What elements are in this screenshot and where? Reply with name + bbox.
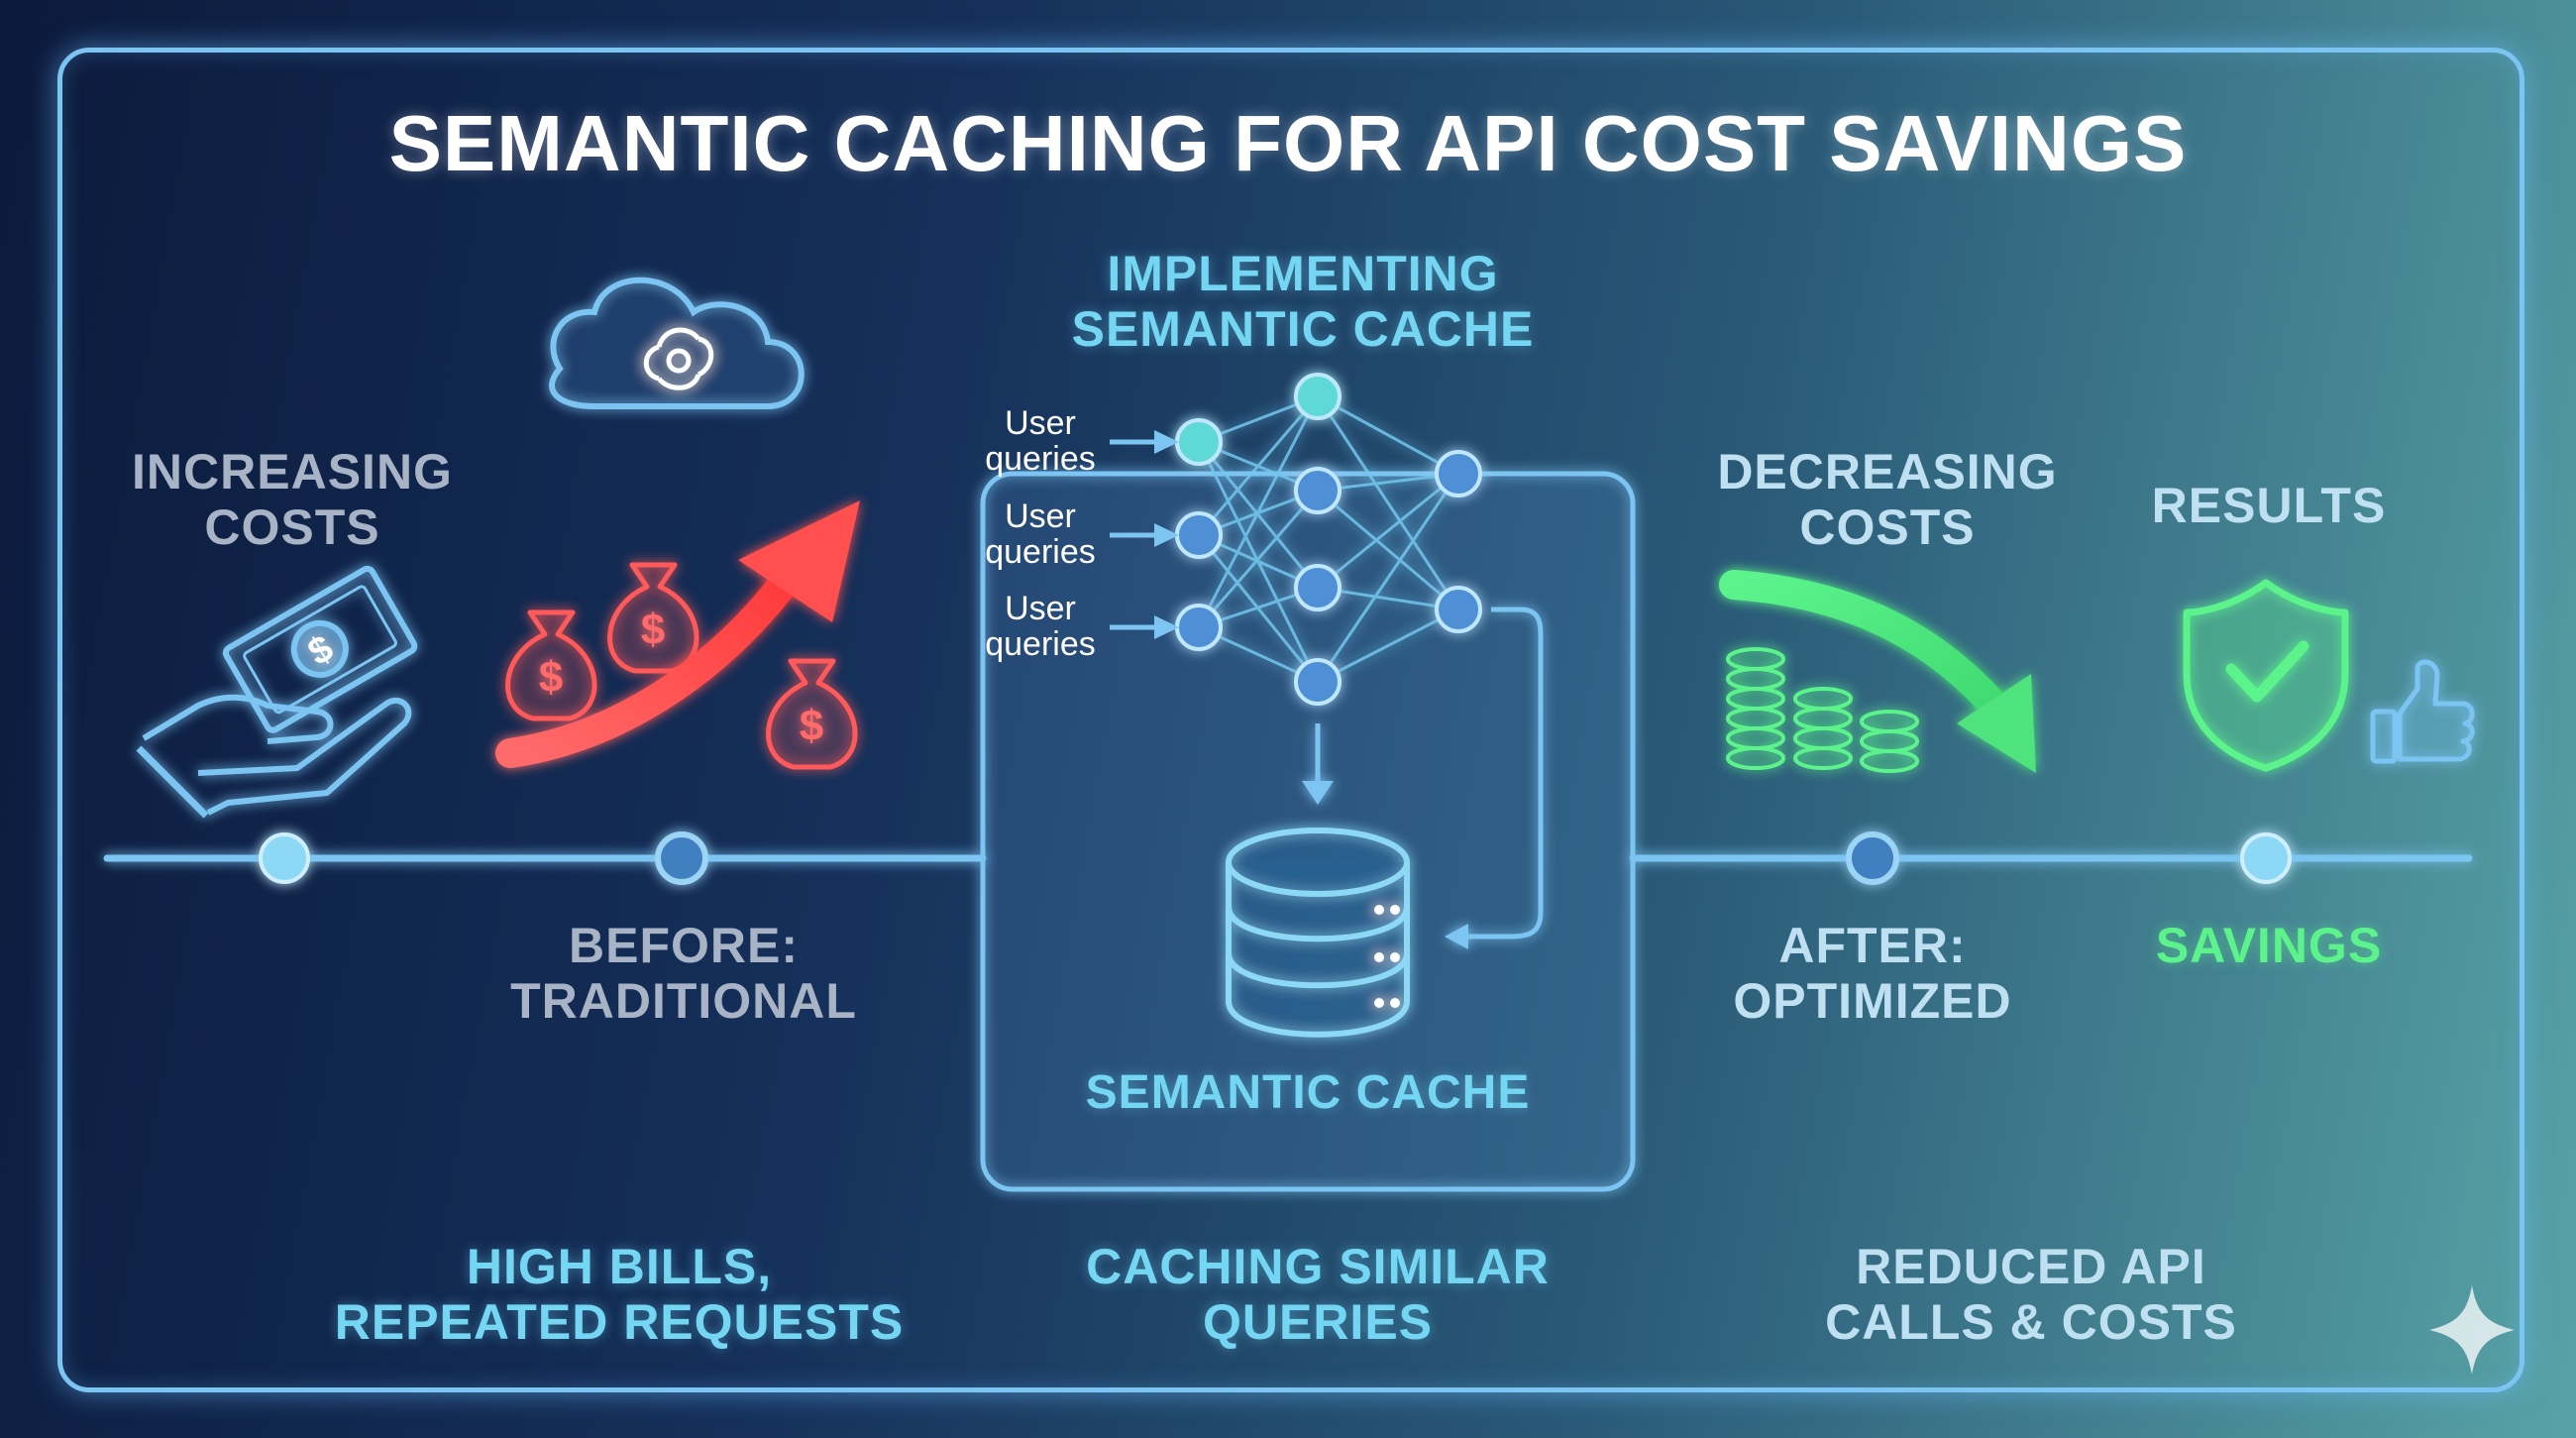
- increasing-costs-heading: INCREASING COSTS: [132, 444, 453, 555]
- bottom-caption-left: HIGH BILLS, REPEATED REQUESTS: [334, 1239, 905, 1350]
- semantic-cache-label: SEMANTIC CACHE: [1085, 1066, 1531, 1119]
- timeline-node-after: [1846, 831, 1899, 885]
- user-queries-label-1: User queries: [985, 404, 1096, 478]
- money-bag-icon: $: [505, 609, 597, 721]
- savings-label: SAVINGS: [2155, 918, 2383, 973]
- bottom-caption-center: CACHING SIMILAR QUERIES: [1086, 1239, 1550, 1350]
- cloud-icon: [549, 277, 805, 409]
- svg-text:$: $: [800, 702, 823, 750]
- down-arrow-icon: [1719, 570, 2036, 773]
- bottom-caption-right: REDUCED API CALLS & COSTS: [1825, 1239, 2237, 1350]
- money-bag-icon: $: [607, 562, 699, 674]
- flow-arrows: [1302, 607, 1544, 949]
- timeline-node-1: [259, 832, 310, 884]
- before-label: BEFORE: TRADITIONAL: [510, 918, 857, 1029]
- coin-stack-icon: [1860, 710, 1919, 773]
- shield-check-icon: [2183, 579, 2349, 772]
- user-queries-label-2: User queries: [985, 498, 1096, 571]
- results-heading: RESULTS: [2151, 478, 2387, 533]
- outer-frame: [57, 48, 2524, 1392]
- svg-text:$: $: [539, 653, 563, 702]
- money-hand-icon: $: [136, 565, 418, 819]
- database-icon: [1226, 828, 1410, 1038]
- sparkle-icon: [2429, 1285, 2515, 1375]
- money-bag-icon: $: [766, 658, 858, 770]
- user-queries-label-3: User queries: [985, 590, 1096, 663]
- thumbs-up-icon: [2370, 659, 2475, 764]
- timeline-node-before: [655, 831, 708, 885]
- decreasing-costs-heading: DECREASING COSTS: [1717, 444, 2058, 555]
- up-arrow-icon: [495, 500, 860, 768]
- timeline: [103, 831, 2473, 885]
- implementing-heading: IMPLEMENTING SEMANTIC CACHE: [1071, 246, 1535, 357]
- neural-network-icon: [1175, 373, 1482, 706]
- after-label: AFTER: OPTIMIZED: [1733, 918, 2012, 1029]
- page-title: SEMANTIC CACHING FOR API COST SAVINGS: [388, 99, 2188, 187]
- svg-text:$: $: [641, 606, 665, 654]
- timeline-node-savings: [2240, 832, 2292, 884]
- coin-stack-icon: [1726, 647, 1785, 770]
- coin-stack-icon: [1793, 687, 1853, 770]
- query-arrows: [1110, 430, 1179, 639]
